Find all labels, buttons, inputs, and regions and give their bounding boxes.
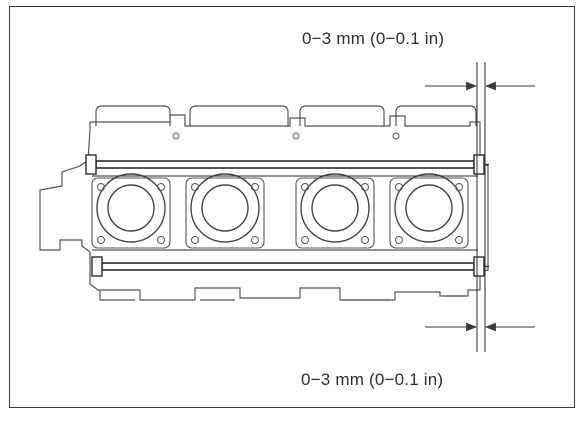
carburetor-bores xyxy=(96,173,464,243)
bolt-holes xyxy=(97,132,463,244)
lower-tie-rod xyxy=(91,256,489,277)
diagram-frame xyxy=(9,6,575,408)
top-clearance-label: 0−3 mm (0−0.1 in) xyxy=(302,29,445,48)
upper-tie-rod xyxy=(85,154,489,175)
carburetor-bodies xyxy=(91,177,469,249)
carburetor-body-outline xyxy=(39,105,489,301)
clearance-reference-lines xyxy=(476,62,486,352)
bottom-clearance-label: 0−3 mm (0−0.1 in) xyxy=(301,370,444,389)
